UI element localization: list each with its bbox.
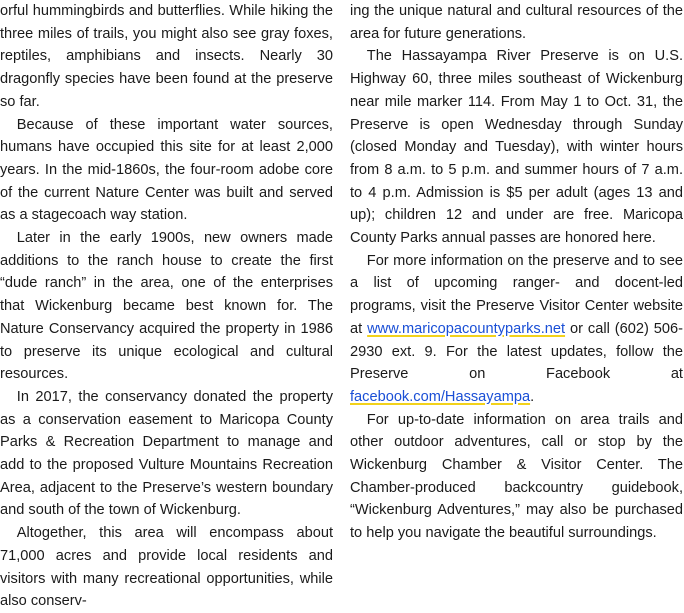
paragraph-dude-ranch: Later in the early 1900s, new owners mad…	[0, 230, 333, 383]
paragraph-conservation-easement: In 2017, the conservancy donated the pro…	[0, 388, 333, 519]
article-page: orful hummingbirds and butterflies. Whil…	[0, 3, 683, 609]
paragraph-recreation-area: Altogether, this area will encompass abo…	[0, 525, 333, 610]
paragraph-wildlife: orful hummingbirds and butterflies. Whil…	[0, 3, 333, 110]
left-column: orful hummingbirds and butterflies. Whil…	[0, 0, 333, 613]
paragraph-continuation: ing the unique natural and cultural reso…	[350, 3, 683, 42]
paragraph-chamber-info: For up-to-date information on area trail…	[350, 411, 683, 542]
paragraph-history-occupation: Because of these important water sources…	[0, 116, 333, 224]
paragraph-location-hours: The Hassayampa River Preserve is on U.S.…	[350, 48, 683, 247]
more-info-text-c: .	[530, 388, 535, 405]
parks-website-link[interactable]: www.maricopacountyparks.net	[367, 320, 566, 337]
more-info-text-b: or call (602) 506-2930 ext. 9. For the l…	[350, 320, 683, 383]
paragraph-more-info: For more information on the preserve and…	[350, 250, 683, 409]
facebook-link[interactable]: facebook.com/Hassayampa	[350, 388, 531, 405]
right-column: ing the unique natural and cultural reso…	[350, 0, 683, 545]
more-info-text-a: For more information on the preserve and…	[350, 252, 683, 337]
